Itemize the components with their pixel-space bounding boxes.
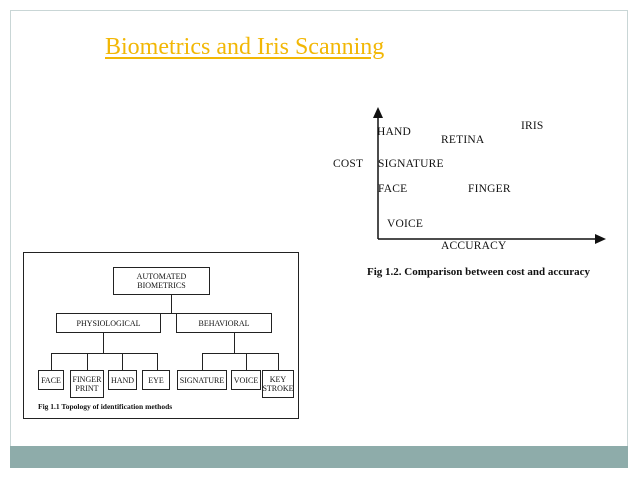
voice-connector: [246, 353, 247, 370]
node-voice: VOICE: [231, 370, 261, 390]
behavioral-down: [234, 333, 235, 353]
node-behavioral: BEHAVIORAL: [176, 313, 272, 333]
keystroke-connector: [278, 353, 279, 370]
point-finger: FINGER: [468, 183, 511, 195]
node-hand: HAND: [108, 370, 137, 390]
node-face: FACE: [38, 370, 64, 390]
eye-connector: [157, 353, 158, 370]
node-eye: EYE: [142, 370, 170, 390]
point-voice: VOICE: [387, 218, 424, 230]
fig1-caption: Fig 1.1 Topology of identification metho…: [38, 402, 173, 411]
level1-bar: [103, 313, 239, 314]
accuracy-axis-label: ACCURACY: [441, 240, 507, 252]
physiological-bar: [51, 353, 158, 354]
point-iris: IRIS: [521, 120, 544, 132]
finger-connector: [87, 353, 88, 370]
cost-axis-label: COST: [333, 158, 364, 170]
point-face: FACE: [378, 183, 408, 195]
slide-title: Biometrics and Iris Scanning: [105, 34, 385, 60]
node-physiological: PHYSIOLOGICAL: [56, 313, 161, 333]
point-signature: SIGNATURE: [378, 158, 444, 170]
signature-connector: [202, 353, 203, 370]
physiological-down: [103, 333, 104, 353]
hand-connector: [122, 353, 123, 370]
y-axis-arrowhead: [373, 107, 383, 118]
face-connector: [51, 353, 52, 370]
fig2-caption: Fig 1.2. Comparison between cost and acc…: [367, 266, 591, 278]
behavioral-bar: [202, 353, 278, 354]
point-hand: HAND: [377, 126, 412, 138]
cost-accuracy-figure: COST ACCURACY HAND RETINA IRIS SIGNATURE…: [330, 105, 610, 285]
root-connector: [171, 295, 172, 313]
node-signature: SIGNATURE: [177, 370, 227, 390]
x-axis-arrowhead: [595, 234, 606, 244]
slide-footer-bar: [10, 446, 628, 468]
cost-accuracy-axes: [373, 107, 606, 244]
point-retina: RETINA: [441, 134, 485, 146]
